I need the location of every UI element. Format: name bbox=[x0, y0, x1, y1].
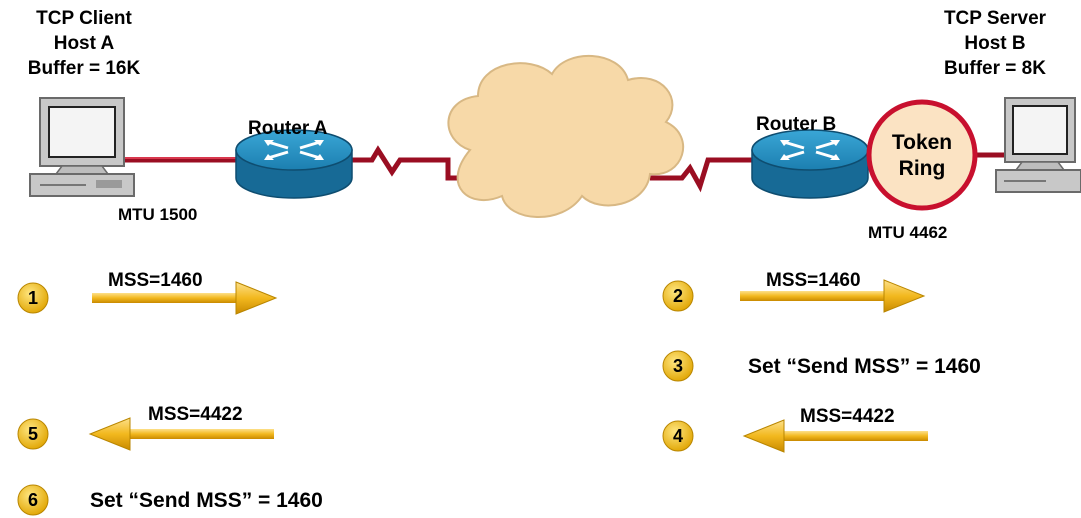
mtu-a-label: MTU 1500 bbox=[118, 205, 198, 224]
step-number-2: 2 bbox=[672, 286, 683, 306]
host-b-name: Host B bbox=[964, 33, 1026, 54]
step-number-1: 1 bbox=[27, 288, 38, 308]
arrow-label-step-1: MSS=1460 bbox=[108, 270, 203, 291]
link-router-a-cloud bbox=[350, 145, 462, 181]
router-icon-a bbox=[235, 129, 353, 199]
step-number-3: 3 bbox=[672, 356, 683, 376]
mtu-b-label: MTU 4462 bbox=[868, 223, 948, 242]
step-text-6: Set “Send MSS” = 1460 bbox=[90, 489, 323, 512]
step-badge-6 bbox=[17, 484, 49, 516]
computer-icon-host-a bbox=[29, 97, 135, 197]
step-badge-2 bbox=[662, 280, 694, 312]
router-icon-b bbox=[751, 129, 869, 199]
arrow-right-step-2 bbox=[740, 279, 926, 313]
token-ring-label-line2: Ring bbox=[898, 157, 946, 180]
arrow-left-step-5 bbox=[88, 417, 274, 451]
step-text-3: Set “Send MSS” = 1460 bbox=[748, 355, 981, 378]
arrow-left-step-4 bbox=[742, 419, 928, 453]
link-cloud-router-b bbox=[650, 157, 758, 193]
step-number-5: 5 bbox=[27, 424, 38, 444]
arrow-label-step-2: MSS=1460 bbox=[766, 270, 861, 291]
router-b-label: Router B bbox=[756, 114, 837, 135]
token-ring-label-line1: Token bbox=[891, 131, 953, 154]
step-badge-1 bbox=[17, 282, 49, 314]
wan-cloud bbox=[447, 54, 685, 218]
host-b-role: TCP Server bbox=[943, 8, 1047, 29]
host-a-name: Host A bbox=[53, 33, 115, 54]
step-number-6: 6 bbox=[27, 490, 38, 510]
arrow-right-step-1 bbox=[92, 281, 278, 315]
step-badge-4 bbox=[662, 420, 694, 452]
token-ring-label: Token Ring bbox=[872, 130, 972, 182]
step-number-4: 4 bbox=[672, 426, 683, 446]
host-a-role: TCP Client bbox=[36, 8, 132, 29]
step-badge-3 bbox=[662, 350, 694, 382]
host-a-buffer: Buffer = 16K bbox=[27, 58, 141, 79]
router-a-label: Router A bbox=[248, 118, 328, 139]
step-badge-5 bbox=[17, 418, 49, 450]
host-a-label: TCP Client Host A Buffer = 16K bbox=[4, 6, 164, 81]
token-ring-icon bbox=[866, 99, 978, 211]
computer-icon-host-b bbox=[995, 97, 1081, 193]
host-b-label: TCP Server Host B Buffer = 8K bbox=[915, 6, 1075, 81]
arrow-label-step-4: MSS=4422 bbox=[800, 406, 895, 427]
arrow-label-step-5: MSS=4422 bbox=[148, 404, 243, 425]
link-host-a-router-a bbox=[118, 157, 238, 163]
host-b-buffer: Buffer = 8K bbox=[944, 58, 1046, 79]
